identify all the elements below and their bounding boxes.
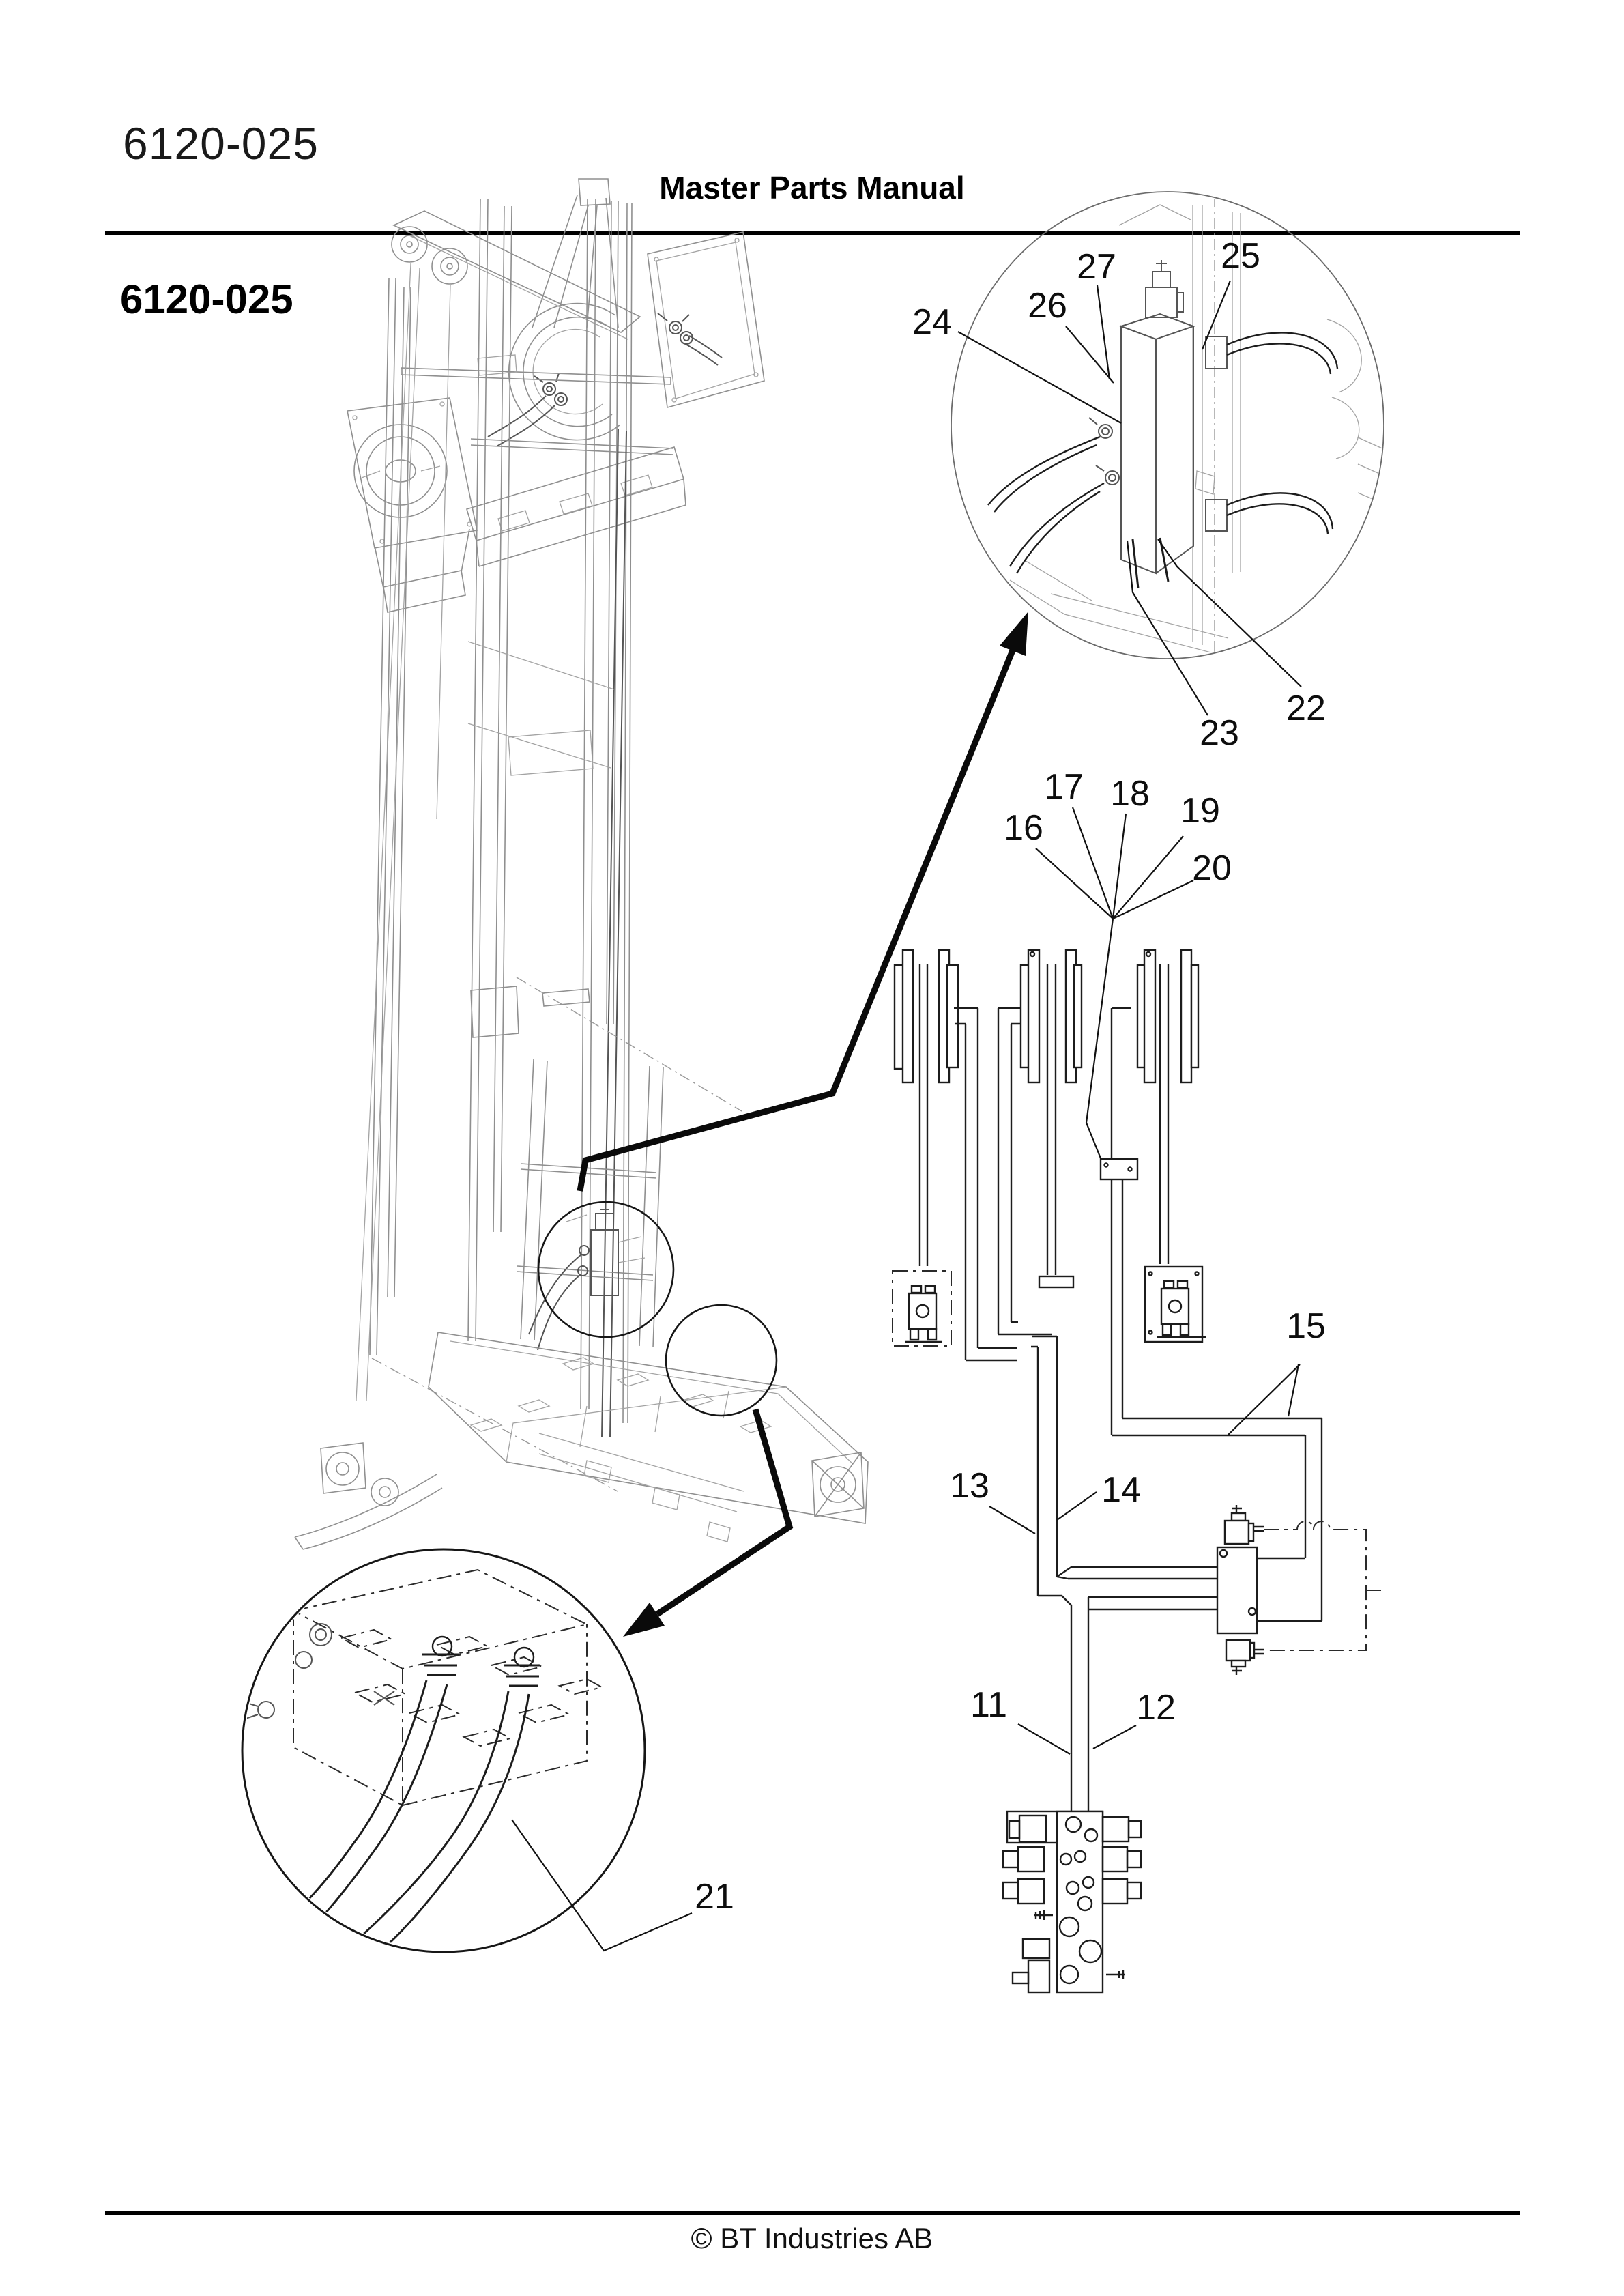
callout-18: 18 — [1110, 774, 1150, 814]
hose-group-middle — [1019, 949, 1083, 1289]
callout-20: 20 — [1192, 848, 1232, 888]
callout-12: 12 — [1136, 1688, 1176, 1727]
callout-11: 11 — [970, 1685, 1007, 1725]
callout-21: 21 — [695, 1877, 734, 1917]
callout-16: 16 — [1004, 808, 1043, 848]
hose-assembly — [892, 949, 1387, 1994]
callout-13: 13 — [950, 1466, 989, 1506]
mast-illustration — [294, 178, 869, 1550]
arrow-to-top-detail — [577, 612, 1028, 1192]
footer-rule — [105, 2211, 1520, 2215]
callout-22: 22 — [1286, 689, 1326, 728]
hose-group-left — [893, 949, 959, 1266]
callout-19: 19 — [1180, 791, 1220, 831]
callout-26: 26 — [1028, 286, 1067, 326]
section-number: 6120-025 — [120, 276, 293, 322]
hose-group-right — [1136, 949, 1200, 1264]
arrow-to-bottom-detail — [623, 1408, 794, 1637]
callout-25: 25 — [1221, 236, 1260, 276]
callout-15: 15 — [1286, 1306, 1326, 1346]
callout-24: 24 — [912, 302, 952, 342]
doc-number: 6120-025 — [123, 118, 319, 169]
manifold-block — [1002, 1810, 1142, 1994]
detail-view-valve — [951, 191, 1384, 659]
hose-12 — [1087, 1596, 1217, 1829]
callout-leaders — [511, 280, 1302, 1952]
phantom-box — [1264, 1521, 1387, 1651]
detail-ring-valve — [537, 1201, 675, 1338]
header-rule — [105, 231, 1520, 235]
callout-23: 23 — [1200, 713, 1239, 753]
callout-17: 17 — [1044, 767, 1084, 807]
callout-14: 14 — [1101, 1470, 1141, 1510]
pulley-block-left — [892, 1270, 952, 1347]
mast-valve-small — [528, 1209, 619, 1351]
valve-close-up — [987, 260, 1339, 589]
hose-21-b — [354, 1691, 510, 1943]
upper-hose-fittings — [487, 313, 723, 447]
detail-ring-manifold — [665, 1304, 778, 1417]
callout-27: 27 — [1077, 247, 1116, 287]
solenoid-valve — [1216, 1505, 1264, 1675]
hose-13 — [1031, 1345, 1073, 1817]
manifold-hose-fitting — [422, 1635, 540, 1687]
hose-15 — [1110, 1007, 1323, 1622]
footer-text: © BT Industries AB — [691, 2222, 933, 2254]
hose-14 — [1032, 1335, 1217, 1580]
hose-clamp — [1099, 1158, 1139, 1181]
manual-title: Master Parts Manual — [659, 170, 965, 205]
detail-view-manifold — [241, 1433, 744, 1953]
pulley-block-right — [1144, 1265, 1206, 1343]
